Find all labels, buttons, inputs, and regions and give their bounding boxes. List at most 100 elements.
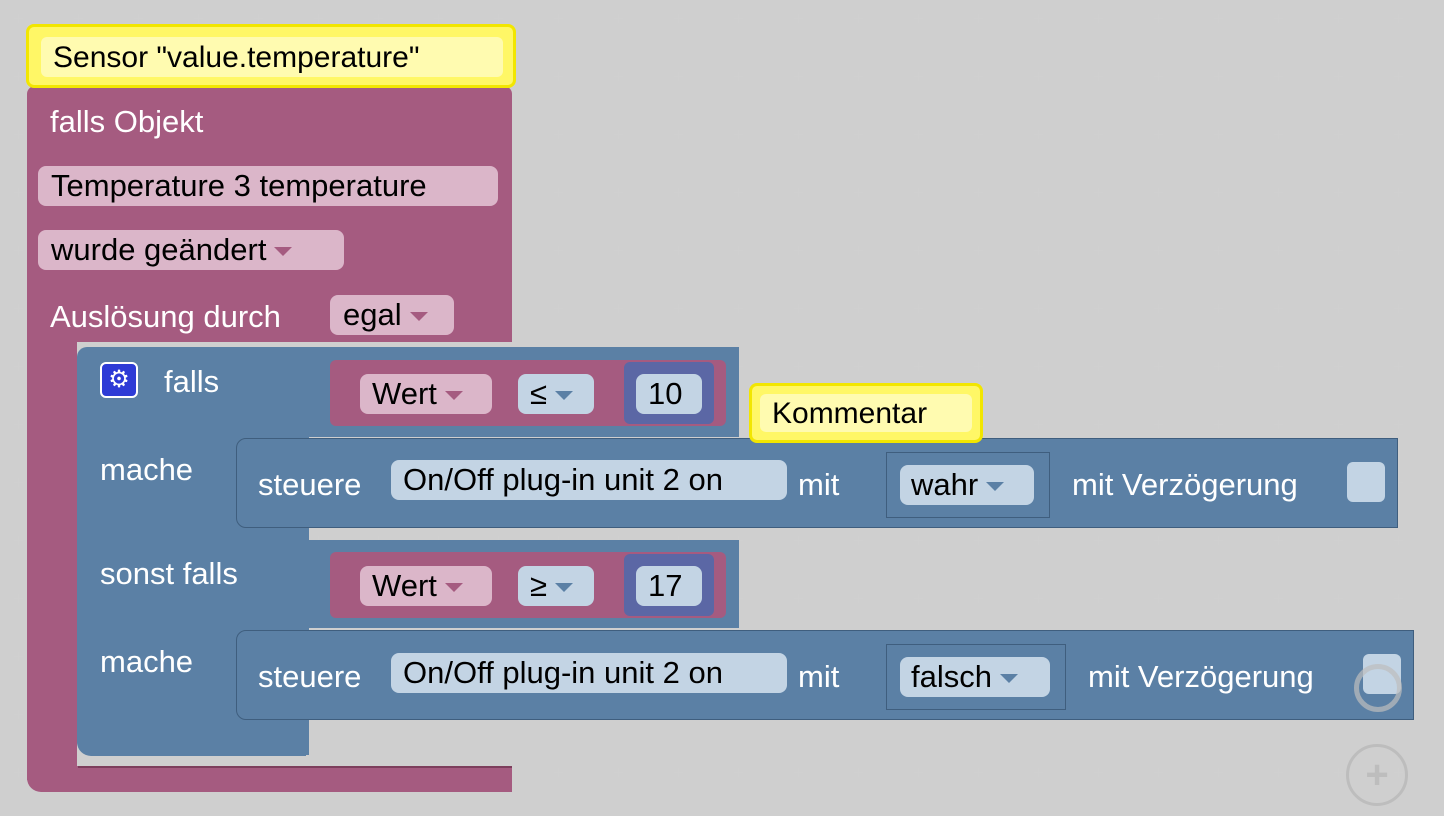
cond1-number-field[interactable]: 10 [636, 374, 702, 414]
grid-mark [734, 304, 743, 313]
grid-mark [614, 130, 623, 139]
grid-mark [1274, 130, 1283, 139]
mache-label-1: mache [100, 452, 194, 487]
grid-mark [14, 420, 23, 429]
cond1-var-dropdown[interactable]: Wert [360, 374, 492, 414]
chevron-down-icon [555, 583, 574, 593]
grid-mark [1274, 304, 1283, 313]
grid-mark [1334, 768, 1343, 777]
grid-mark [74, 14, 83, 23]
event-block-footer-edge [78, 766, 512, 768]
control2-device-text: On/Off plug-in unit 2 on [403, 655, 723, 690]
grid-mark [1214, 246, 1223, 255]
grid-mark [1394, 130, 1403, 139]
grid-mark [1334, 14, 1343, 23]
grid-mark [1034, 420, 1043, 429]
grid-mark [914, 130, 923, 139]
grid-mark [1154, 420, 1163, 429]
grid-mark [914, 14, 923, 23]
grid-mark [14, 710, 23, 719]
grid-mark [614, 304, 623, 313]
grid-mark [1394, 594, 1403, 603]
zoom-in-button[interactable]: + [1346, 744, 1408, 806]
control2-mit-label: mit [798, 659, 840, 694]
control2-delay-label: mit Verzögerung [1088, 659, 1314, 694]
grid-mark [974, 130, 983, 139]
grid-mark [734, 768, 743, 777]
grid-mark [674, 246, 683, 255]
grid-mark [14, 130, 23, 139]
grid-mark [14, 652, 23, 661]
grid-mark [314, 14, 323, 23]
grid-mark [1154, 304, 1163, 313]
grid-mark [794, 72, 803, 81]
grid-mark [1094, 768, 1103, 777]
sensor-comment-textbox [41, 37, 503, 77]
control2-device-field[interactable]: On/Off plug-in unit 2 on [391, 653, 787, 693]
cond2-var-text: Wert [372, 566, 463, 606]
control1-delay-checkbox[interactable] [1347, 462, 1385, 502]
grid-mark [14, 14, 23, 23]
grid-mark [1334, 420, 1343, 429]
grid-mark [854, 304, 863, 313]
control-block-2[interactable] [236, 630, 1414, 720]
cond2-number-text: 17 [648, 568, 683, 603]
cond2-var-dropdown[interactable]: Wert [360, 566, 492, 606]
cond1-op-dropdown[interactable]: ≤ [518, 374, 594, 414]
control1-comment-text: Kommentar [772, 397, 928, 430]
chevron-down-icon [274, 247, 293, 257]
control2-value-dropdown[interactable]: falsch [900, 657, 1050, 697]
grid-mark [1034, 188, 1043, 197]
grid-mark [854, 246, 863, 255]
control1-value-text: wahr [911, 465, 1005, 505]
grid-mark [1274, 72, 1283, 81]
control1-device-field[interactable]: On/Off plug-in unit 2 on [391, 460, 787, 500]
grid-mark [854, 188, 863, 197]
cond2-op-dropdown[interactable]: ≥ [518, 566, 594, 606]
grid-mark [974, 188, 983, 197]
grid-mark [554, 14, 563, 23]
grid-mark [1154, 130, 1163, 139]
grid-mark [1334, 362, 1343, 371]
grid-mark [974, 14, 983, 23]
sensor-comment[interactable]: Sensor "value.temperature" [26, 24, 516, 88]
grid-mark [1394, 478, 1403, 487]
chevron-down-icon [555, 391, 574, 401]
plus-icon: + [1365, 753, 1389, 797]
control1-device-text: On/Off plug-in unit 2 on [403, 462, 723, 497]
trigger-label: Auslösung durch [50, 299, 281, 334]
grid-mark [794, 130, 803, 139]
grid-mark [974, 304, 983, 313]
grid-mark [1334, 188, 1343, 197]
sonst-falls-label: sonst falls [100, 556, 238, 591]
event-block-spine [27, 340, 77, 780]
grid-mark [14, 304, 23, 313]
grid-mark [794, 362, 803, 371]
cond2-number-field[interactable]: 17 [636, 566, 702, 606]
gear-icon[interactable]: ⚙ [100, 362, 138, 398]
grid-mark [1214, 304, 1223, 313]
grid-mark [1154, 594, 1163, 603]
grid-mark [1214, 768, 1223, 777]
grid-mark [914, 594, 923, 603]
trigger-dropdown[interactable]: egal [330, 295, 454, 335]
grid-mark [1214, 420, 1223, 429]
grid-mark [1154, 72, 1163, 81]
grid-mark [854, 72, 863, 81]
grid-mark [614, 246, 623, 255]
grid-mark [1154, 188, 1163, 197]
control1-comment[interactable]: Kommentar [749, 383, 983, 443]
grid-mark [194, 14, 203, 23]
grid-mark [1214, 362, 1223, 371]
control1-value-dropdown[interactable]: wahr [900, 465, 1034, 505]
center-target-icon[interactable] [1354, 664, 1402, 712]
grid-mark [1154, 536, 1163, 545]
grid-mark [1274, 14, 1283, 23]
change-mode-dropdown[interactable]: wurde geändert [38, 230, 344, 270]
grid-mark [1034, 768, 1043, 777]
grid-mark [1214, 594, 1223, 603]
grid-mark [1094, 594, 1103, 603]
object-name-field[interactable]: Temperature 3 temperature [38, 166, 498, 206]
chevron-down-icon [444, 583, 463, 593]
grid-mark [674, 304, 683, 313]
